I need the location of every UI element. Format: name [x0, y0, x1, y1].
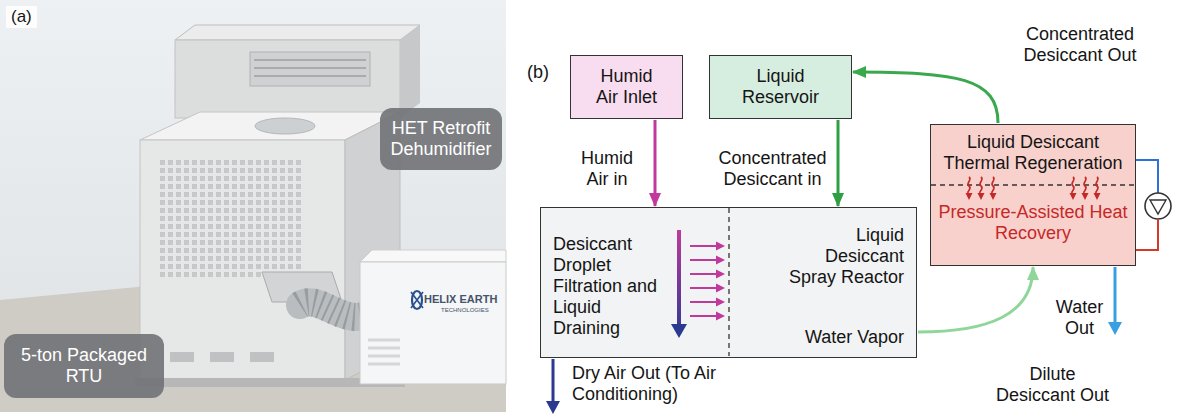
- heat-wave: [992, 177, 994, 194]
- unit-side: [400, 25, 420, 118]
- heat-head: [1094, 193, 1101, 200]
- divider-line: [728, 208, 729, 356]
- dehumidifier-top: [360, 250, 506, 262]
- pump-symbol: [1145, 193, 1171, 219]
- heat-head: [990, 193, 997, 200]
- divider-line: [931, 184, 1137, 185]
- transfer-head: [716, 284, 725, 293]
- flow-arrow: [853, 72, 998, 123]
- heat-head: [1082, 193, 1089, 200]
- transfer-arrow: [690, 315, 717, 317]
- heat-wave: [968, 177, 970, 194]
- panel-letter: (a): [6, 6, 37, 28]
- transfer-head: [716, 298, 725, 307]
- water-out-arrow: [1108, 267, 1122, 335]
- heat-head: [966, 193, 973, 200]
- heat-wave: [1096, 177, 1098, 194]
- louver: [250, 52, 370, 86]
- arrow-shaft: [1114, 267, 1117, 324]
- section-text: Desiccant Droplet Filtration and Liquid …: [553, 234, 671, 339]
- transfer-head: [716, 256, 725, 265]
- flow-label: Concentrated Desiccant Out: [1010, 24, 1150, 66]
- louver-slats: [254, 60, 366, 76]
- logo-helix: [412, 291, 422, 309]
- section-text: Liquid Desiccant Spray Reactor: [784, 225, 904, 288]
- rtu-vent: [210, 352, 234, 362]
- heat-arrows: [968, 177, 1098, 194]
- arrow-head: [546, 401, 560, 414]
- heat-head: [978, 193, 985, 200]
- het-dehumidifier: [360, 250, 506, 384]
- sky-background: [0, 0, 506, 412]
- box-title: Humid Air Inlet: [592, 66, 662, 108]
- reactor-right-column: Liquid Desiccant Spray ReactorWater Vapo…: [784, 225, 904, 348]
- logo-text: HELIX EARTH: [424, 293, 497, 306]
- dry-air-arrow: [546, 359, 560, 414]
- callout-box: HET Retrofit Dehumidifier: [380, 108, 502, 170]
- logo-helix: [411, 292, 423, 308]
- inlet-box: Humid Air Inlet: [570, 55, 683, 119]
- callout-text: HET Retrofit Dehumidifier: [387, 118, 495, 160]
- transfer-arrow: [690, 259, 717, 261]
- cold-line: [1136, 160, 1158, 193]
- reservoir-box: Liquid Reservoir: [709, 55, 852, 119]
- rtu-grille: [158, 160, 303, 278]
- transfer-arrow: [690, 287, 717, 289]
- back-rooftop-unit: [175, 25, 420, 118]
- reactor-box: Desiccant Droplet Filtration and Liquid …: [540, 207, 917, 358]
- arrow-shaft: [552, 359, 555, 403]
- stream-text: Water Vapor: [805, 327, 904, 348]
- callout-text: 5-ton Packaged RTU: [13, 345, 155, 387]
- transfer-head: [716, 242, 725, 251]
- flow-label: Dry Air Out (To Air Conditioning): [572, 363, 742, 405]
- flow-arrow: [654, 120, 657, 206]
- arrow-head: [1108, 322, 1122, 335]
- heat-wave: [1084, 177, 1086, 194]
- unit-top: [175, 25, 420, 40]
- transfer-head: [716, 312, 725, 321]
- logo-text: TECHNOLOGIES: [441, 307, 489, 314]
- heat-wave: [1072, 177, 1074, 194]
- rtu-front: [140, 140, 345, 380]
- transfer-arrow: [690, 273, 717, 275]
- flow-arrow: [837, 120, 840, 206]
- rtu-vent: [250, 352, 274, 362]
- heat-arrow-heads: [966, 193, 1101, 200]
- flow-arrow: [918, 267, 1033, 332]
- flow-label: Water Out: [1052, 297, 1107, 339]
- hot-line: [1136, 219, 1158, 250]
- section-text: Pressure-Assisted Heat Recovery: [938, 202, 1128, 244]
- vapor-transfer-arrows: [690, 242, 725, 321]
- flow-label: Concentrated Desiccant in: [715, 148, 830, 190]
- flow-label: Dilute Desiccant Out: [990, 364, 1115, 406]
- pump-triangle: [1150, 200, 1166, 214]
- unit-front: [175, 40, 400, 118]
- section-text: Liquid Desiccant Thermal Regeneration: [938, 132, 1128, 174]
- flow-label: Humid Air in: [572, 148, 642, 190]
- pump-loop: [1136, 160, 1171, 250]
- transfer-head: [716, 270, 725, 279]
- heat-wave: [980, 177, 982, 194]
- callout-box: 5-ton Packaged RTU: [4, 334, 164, 398]
- dehumidifier-vents: [368, 340, 400, 364]
- regenerator-box: Liquid Desiccant Thermal RegenerationPre…: [930, 124, 1136, 266]
- panel-letter: (b): [527, 62, 549, 83]
- heat-head: [1070, 193, 1077, 200]
- dehumidifier-front: [360, 262, 506, 384]
- rtu-fan: [255, 118, 315, 134]
- air-path-head: [671, 324, 687, 338]
- air-path-arrow: [677, 230, 681, 326]
- rtu-vent: [170, 352, 194, 362]
- box-title: Liquid Reservoir: [736, 66, 826, 108]
- transfer-arrow: [690, 245, 717, 247]
- transfer-arrow: [690, 301, 717, 303]
